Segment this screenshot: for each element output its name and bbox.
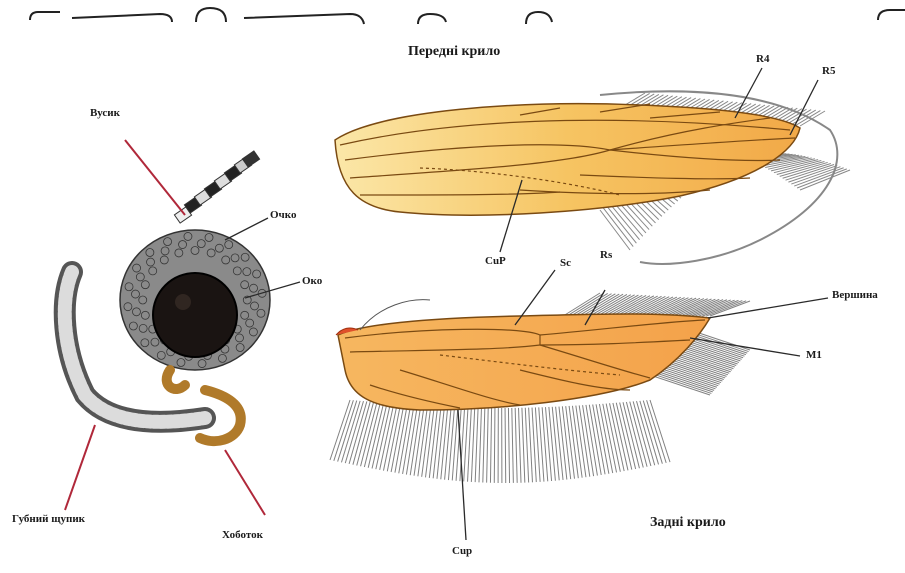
label-m1: M1 bbox=[806, 350, 822, 361]
pointer-r5 bbox=[790, 80, 818, 135]
pointer-labial-palp bbox=[65, 425, 95, 510]
label-labial-palp: Губний щупик bbox=[12, 514, 85, 525]
label-rs: Rs bbox=[600, 250, 612, 261]
pointer-ocellus bbox=[225, 218, 268, 240]
pointer-proboscis bbox=[225, 450, 265, 515]
label-sc: Sc bbox=[560, 258, 571, 269]
label-proboscis: Хоботок bbox=[222, 530, 263, 541]
top-edge-artifacts bbox=[30, 8, 905, 24]
label-fw-cup: CuP bbox=[485, 256, 506, 267]
label-apex: Вершина bbox=[832, 290, 878, 301]
pointer-hw-cup bbox=[458, 410, 466, 540]
label-eye: Око bbox=[302, 276, 322, 287]
label-hw-cup: Cup bbox=[452, 546, 472, 557]
label-r5: R5 bbox=[822, 66, 835, 77]
antenna bbox=[174, 151, 259, 223]
pointer-r4 bbox=[735, 68, 762, 118]
compound-eye bbox=[153, 273, 237, 357]
label-ocellus: Очко bbox=[270, 210, 296, 221]
hindwing-title: Задні крило bbox=[650, 516, 726, 530]
label-r4: R4 bbox=[756, 54, 769, 65]
pointer-antenna bbox=[125, 140, 185, 215]
hindwing bbox=[330, 293, 750, 483]
hindwing-membrane bbox=[338, 314, 710, 410]
forewing-title: Передні крило bbox=[408, 45, 500, 59]
label-antenna: Вусик bbox=[90, 108, 120, 119]
forewing bbox=[335, 91, 850, 264]
